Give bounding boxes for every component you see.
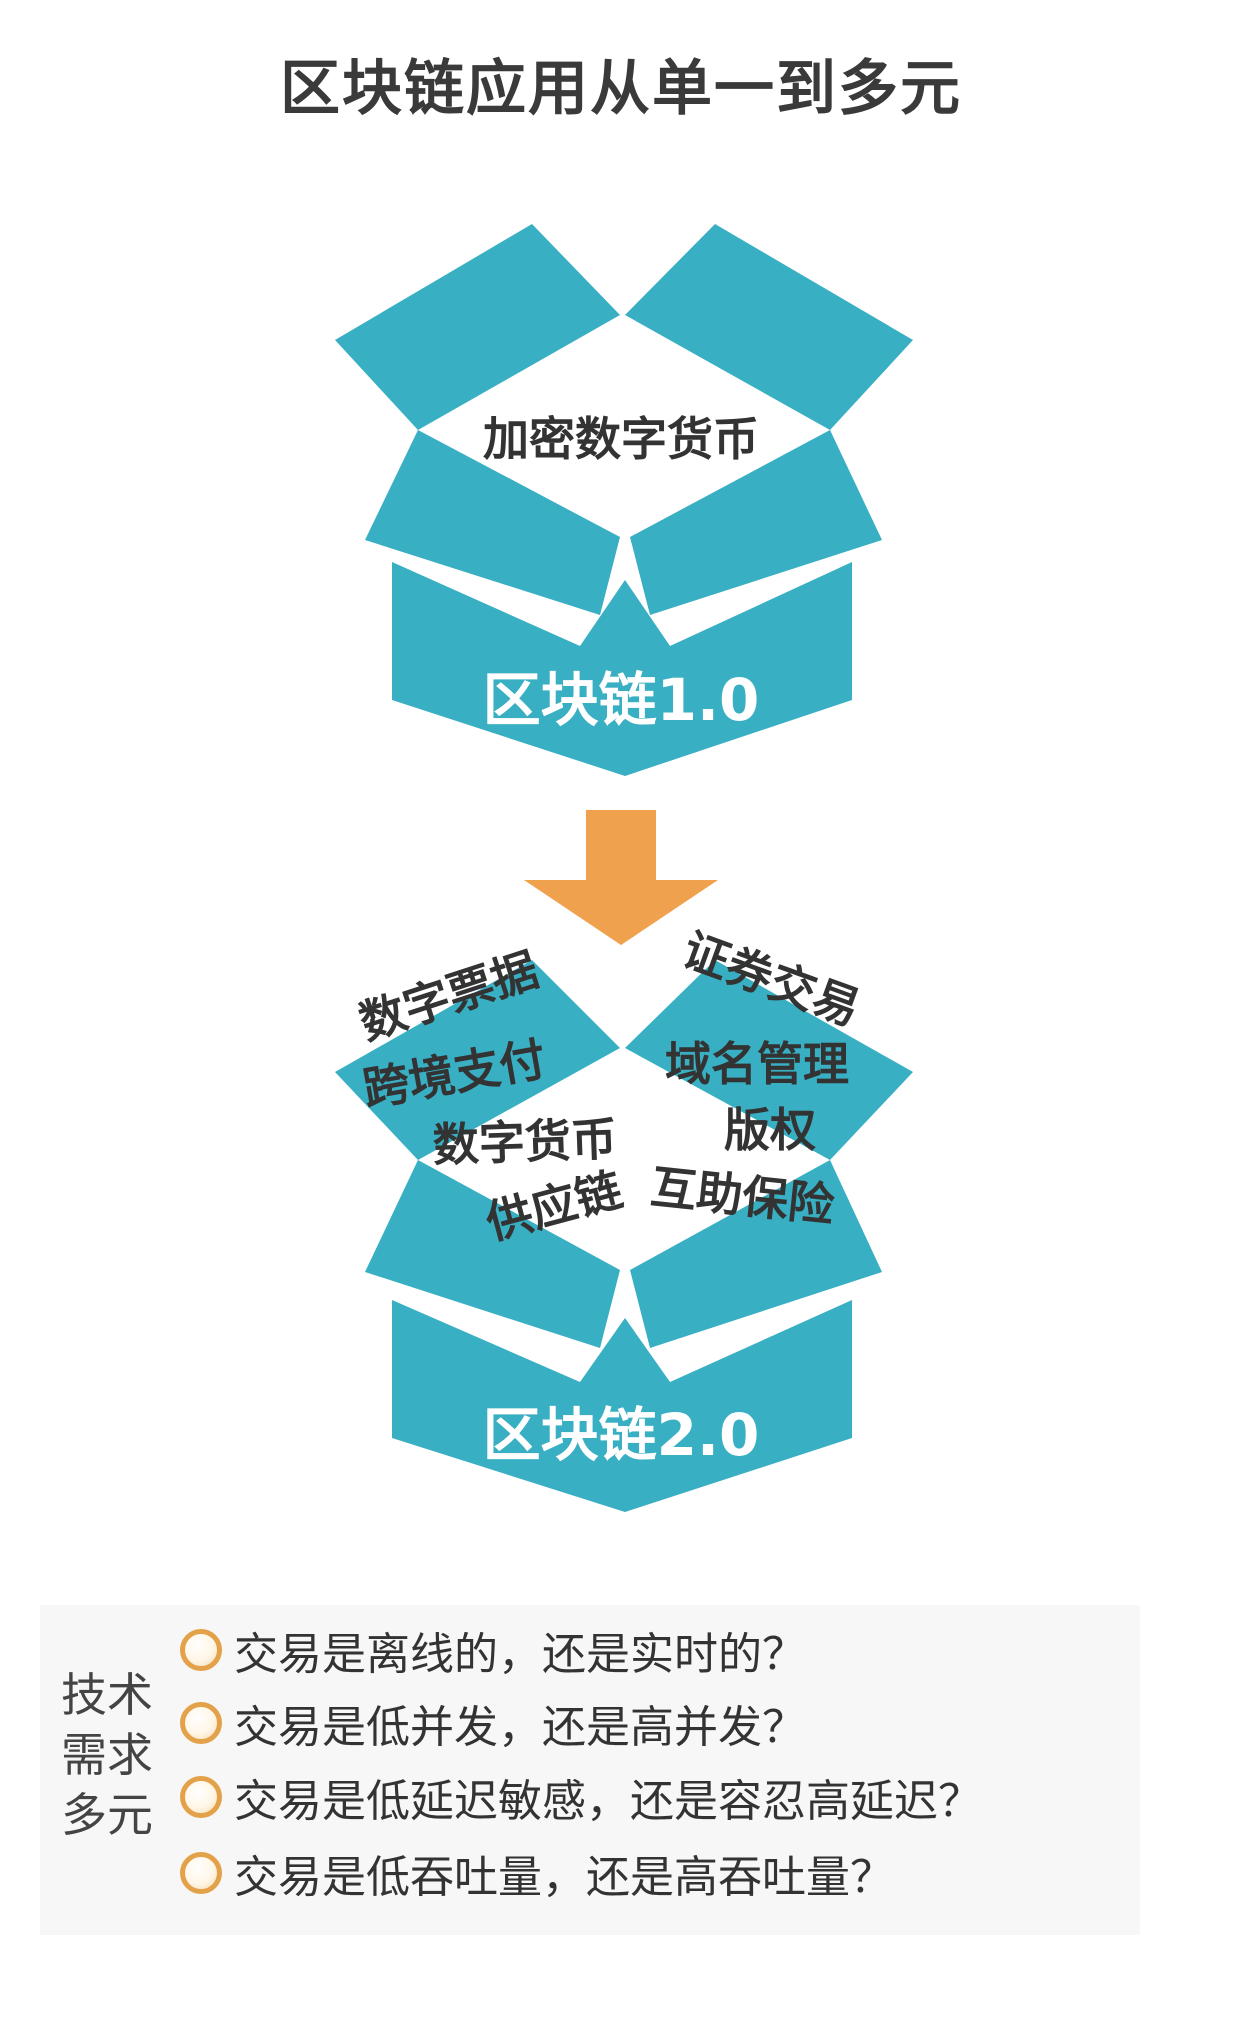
box2-flap-back-right [625,960,913,1160]
box2-label: 区块链2.0 [483,1401,760,1469]
requirements-label: 技术 需求 多元 [52,1665,162,1845]
box2-item-mutual-insurance: 互助保险 [648,1160,838,1233]
radio-button[interactable] [180,1702,222,1744]
box1-flap-back-left [335,224,620,430]
requirements-label-line: 需求 [61,1728,153,1782]
box1-flap-front-left [365,430,620,615]
question-text: 交易是低并发，还是高并发？ [234,1702,806,1753]
box2-flap-front-right [630,1160,882,1348]
radio-button[interactable] [180,1776,222,1818]
box2-body [392,1300,852,1512]
page-title: 区块链应用从单一到多元 [280,54,962,124]
requirements-label-line: 多元 [61,1788,153,1842]
box2-item-domain-management: 域名管理 [665,1037,849,1091]
question-row[interactable]: 交易是离线的，还是实时的？ [180,1615,806,1685]
box1-content-text: 加密数字货币 [483,412,759,466]
requirements-label-line: 技术 [61,1668,153,1722]
question-text: 交易是低吞吐量，还是高吞吐量？ [234,1852,894,1903]
box1-label: 区块链1.0 [483,666,760,734]
question-text: 交易是低延迟敏感，还是容忍高延迟？ [234,1776,982,1827]
box-2-0: 数字票据 跨境支付 数字货币 供应链 证券交易 域名管理 版权 互助保险 区块链… [335,922,913,1512]
radio-button[interactable] [180,1629,222,1671]
box1-body [392,562,852,776]
down-arrow-icon [524,810,718,945]
box-1-0: 加密数字货币 区块链1.0 [335,224,913,776]
box1-flap-front-right [630,430,882,615]
box1-flap-back-right [625,224,913,430]
question-row[interactable]: 交易是低吞吐量，还是高吞吐量？ [180,1838,894,1908]
requirements-panel [40,1605,1140,1935]
box2-item-copyright: 版权 [724,1103,816,1157]
box2-flap-front-left [365,1160,620,1348]
question-row[interactable]: 交易是低并发，还是高并发？ [180,1688,806,1758]
box2-flap-back-left [335,960,620,1160]
box2-item-digital-currency: 数字货币 [432,1112,618,1172]
question-text: 交易是离线的，还是实时的？ [234,1629,806,1680]
question-row[interactable]: 交易是低延迟敏感，还是容忍高延迟？ [180,1762,982,1832]
radio-button[interactable] [180,1852,222,1894]
